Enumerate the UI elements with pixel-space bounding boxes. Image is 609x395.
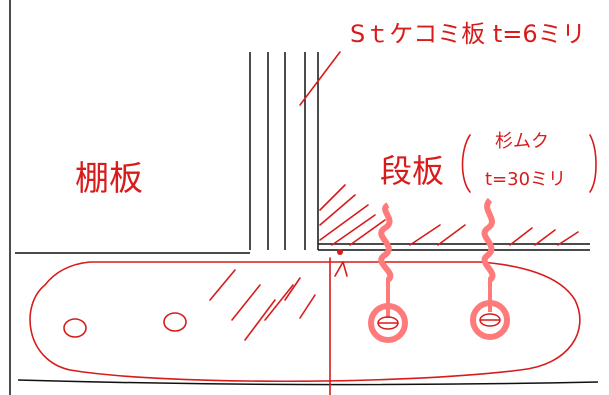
material-top-label: 杉ムク: [495, 131, 549, 152]
hatch-lines: [319, 184, 579, 246]
rail-outline: [29, 261, 581, 383]
screw-right: [470, 197, 510, 340]
right-board-label: 段板: [380, 152, 444, 190]
bracket-left: [461, 134, 471, 193]
board-hatch: [209, 269, 316, 341]
red-dot: [337, 249, 343, 255]
hole-1: [63, 318, 87, 338]
red-ink: [29, 51, 597, 395]
screw-left: [368, 202, 408, 343]
pencil-lines: [9, 0, 599, 395]
bottom-line: [17, 379, 599, 386]
left-board-label: 棚板: [75, 159, 143, 199]
material-bottom-label: t=30ミリ: [485, 169, 566, 190]
leader-line: [299, 51, 341, 106]
pointer-arrow: [334, 261, 348, 277]
bracket-right: [589, 134, 597, 193]
hole-2: [163, 312, 187, 332]
top-note-label: Sｔケコミ板 t=6ミリ: [350, 20, 586, 48]
